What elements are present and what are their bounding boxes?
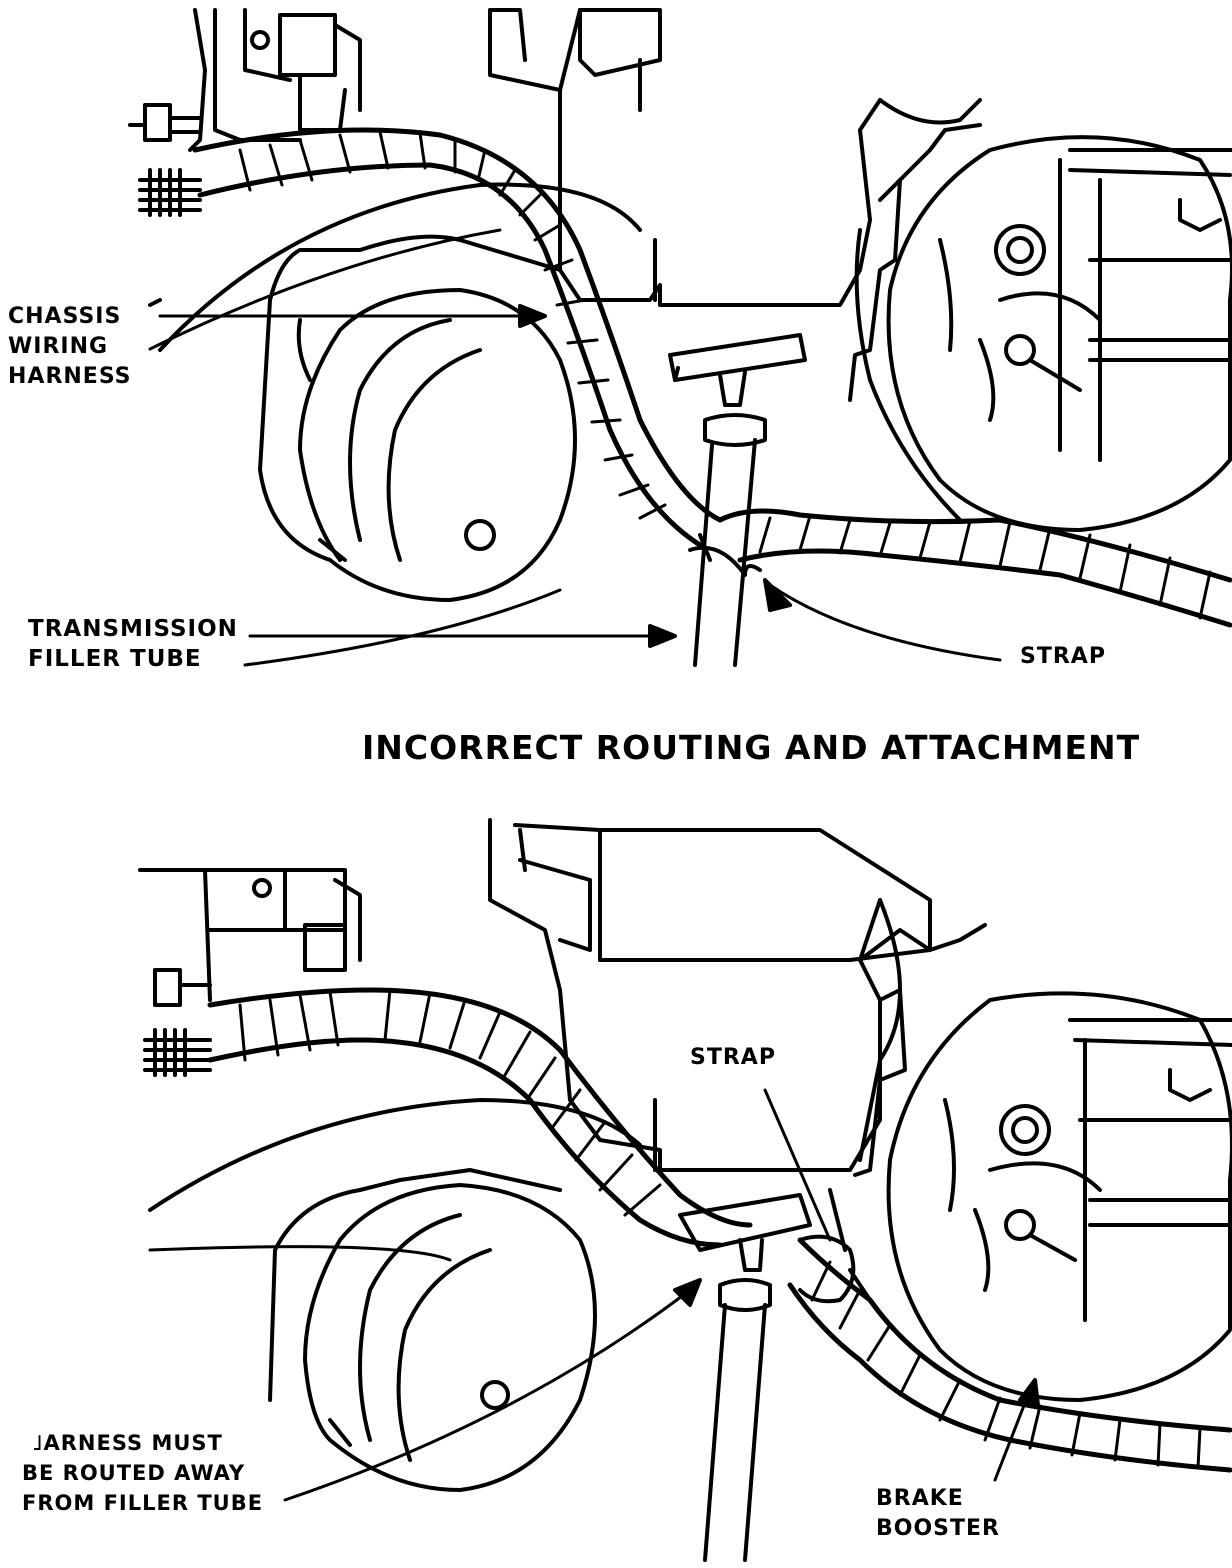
booster-label-line-1: BRAKE (876, 1486, 964, 1511)
top-panel-drawing (128, 8, 1232, 667)
incorrect-routing-caption: INCORRECT ROUTING AND ATTACHMENT (362, 728, 1141, 767)
chassis-label-line-1: CHASSIS (8, 304, 122, 329)
filler-label-line-2: FILLER TUBE (28, 646, 202, 672)
harness-note-line-3: FROM FILLER TUBE (22, 1491, 264, 1515)
harness-routing-note: ˩ARNESS MUST BE ROUTED AWAY FROM FILLER … (22, 1428, 263, 1518)
bottom-strap-label: STRAP (690, 1043, 776, 1073)
harness-note-line-2: BE ROUTED AWAY (22, 1461, 246, 1485)
top-strap-text: STRAP (1020, 644, 1106, 669)
transmission-filler-tube-label: TRANSMISSION FILLER TUBE (28, 614, 238, 674)
chassis-wiring-harness-label: CHASSIS WIRING HARNESS (8, 302, 132, 392)
booster-label-line-2: BOOSTER (876, 1516, 1000, 1541)
brake-booster-label: BRAKE BOOSTER (876, 1484, 1000, 1544)
chassis-label-line-2: WIRING (8, 334, 109, 359)
bottom-strap-text: STRAP (690, 1045, 776, 1070)
top-strap-label: STRAP (1020, 642, 1106, 672)
chassis-label-line-3: HARNESS (8, 364, 132, 389)
filler-label-line-1: TRANSMISSION (28, 616, 238, 642)
bottom-panel-drawing (138, 818, 1232, 1562)
harness-note-line-1: ˩ARNESS MUST (32, 1431, 223, 1455)
